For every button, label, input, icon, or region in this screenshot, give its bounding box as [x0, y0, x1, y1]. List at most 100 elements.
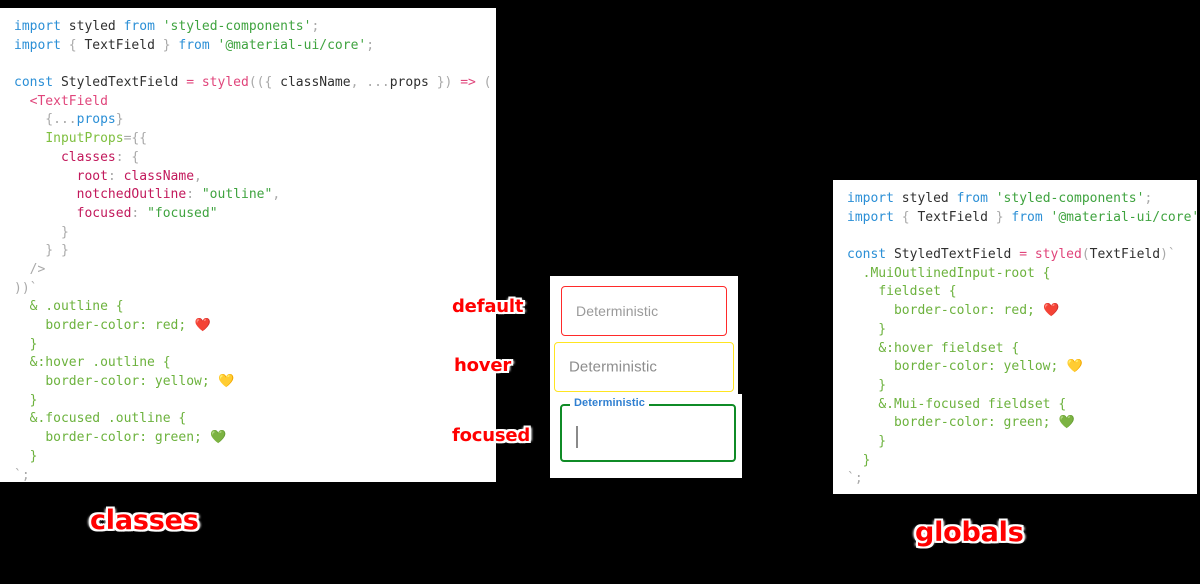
- textfield-focused[interactable]: [560, 404, 736, 462]
- code-token: [894, 191, 902, 206]
- code-token: [14, 374, 45, 389]
- code-token: } }: [14, 243, 69, 259]
- code-line: .MuiOutlinedInput-root {: [847, 265, 1197, 284]
- code-token: &:hover .outline {: [29, 355, 171, 371]
- code-token: fieldset {: [878, 284, 957, 300]
- code-token: from: [123, 19, 155, 34]
- code-line: {...props}: [14, 111, 496, 130]
- code-token: styled: [68, 19, 116, 34]
- code-token: [886, 247, 894, 262]
- code-token: ={{: [123, 131, 148, 147]
- code-line: & .outline {: [14, 298, 496, 317]
- textfield-default[interactable]: Deterministic: [561, 286, 727, 336]
- code-line: }: [847, 433, 1197, 452]
- code-token: :: [107, 168, 124, 184]
- code-line: import { TextField } from '@material-ui/…: [14, 37, 496, 56]
- textfield-hover-value: Deterministic: [569, 358, 657, 376]
- code-line: ))`: [14, 280, 496, 299]
- code-token: }): [428, 75, 461, 91]
- code-line: border-color: yellow; 💛: [14, 373, 496, 392]
- code-token: (: [475, 75, 492, 91]
- code-token: focused: [76, 205, 132, 221]
- code-line: [847, 227, 1197, 246]
- code-token: "outline": [201, 187, 273, 203]
- code-line: border-color: yellow; 💛: [847, 358, 1197, 377]
- code-token: &:hover fieldset {: [878, 340, 1020, 356]
- code-line: const StyledTextField = styled(TextField…: [847, 246, 1197, 265]
- textfield-focused-legend: Deterministic: [570, 397, 649, 409]
- caption-globals: globals: [915, 517, 1024, 548]
- code-token: [14, 169, 77, 184]
- code-token: ;: [1144, 191, 1153, 206]
- code-token: [194, 75, 202, 90]
- code-token: [14, 355, 30, 370]
- code-token: [61, 19, 69, 34]
- code-token: border-color: green;: [893, 415, 1051, 431]
- code-token: [14, 318, 45, 333]
- code-token: [847, 397, 878, 412]
- code-token: classes: [60, 149, 116, 165]
- caption-classes: classes: [90, 505, 199, 536]
- code-token: & .outline {: [29, 299, 124, 315]
- code-token: InputProps: [45, 131, 124, 147]
- code-token: [14, 187, 77, 202]
- code-line: &.Mui-focused fieldset {: [847, 396, 1197, 415]
- code-token: ...: [53, 112, 77, 128]
- code-token: <TextField: [29, 93, 108, 109]
- code-line: `;: [14, 467, 496, 483]
- code-token: [847, 415, 894, 430]
- code-token: [53, 75, 61, 90]
- code-token: [14, 299, 30, 314]
- code-token: .MuiOutlinedInput-root {: [862, 265, 1051, 281]
- code-token: ))`: [14, 280, 38, 296]
- code-line: border-color: green; 💚: [14, 429, 496, 448]
- code-token: [847, 359, 894, 374]
- code-token: border-color: green;: [45, 430, 202, 446]
- code-line: import styled from 'styled-components';: [14, 18, 496, 37]
- code-token: from: [1011, 209, 1043, 225]
- code-token: [14, 150, 61, 165]
- code-token: [14, 206, 77, 221]
- code-token: :: [131, 205, 148, 221]
- code-token: [14, 411, 30, 426]
- code-token: from: [956, 191, 988, 206]
- code-token: }: [115, 112, 124, 128]
- code-token: StyledTextField: [893, 247, 1012, 263]
- code-token: ...: [366, 75, 390, 91]
- code-token: 💚: [201, 430, 227, 446]
- code-token: [14, 94, 30, 109]
- code-line: const StyledTextField = styled(({ classN…: [14, 74, 496, 93]
- code-line: border-color: green; 💚: [847, 414, 1197, 433]
- code-token: '@material-ui/core': [217, 37, 367, 53]
- code-panel-globals: import styled from 'styled-components';i…: [833, 180, 1197, 494]
- preview-panel-default-hover: Deterministic Deterministic: [550, 276, 738, 394]
- code-line: border-color: red; ❤️: [847, 302, 1197, 321]
- code-token: 'styled-components': [162, 19, 312, 34]
- code-token: '@material-ui/core': [1050, 209, 1197, 225]
- code-token: [847, 341, 878, 356]
- code-token: =: [1019, 247, 1028, 263]
- textfield-default-value: Deterministic: [576, 303, 659, 319]
- code-line: }: [14, 392, 496, 411]
- code-token: }: [154, 37, 179, 53]
- code-line: }: [847, 321, 1197, 340]
- code-token: }: [847, 377, 887, 393]
- code-token: `;: [847, 471, 863, 487]
- code-line: InputProps={{: [14, 130, 496, 149]
- code-token: : {: [115, 149, 140, 165]
- code-token: border-color: red;: [45, 318, 187, 333]
- code-token: TextField: [84, 37, 155, 53]
- code-line: root: className,: [14, 168, 496, 187]
- code-token: styled: [1034, 247, 1082, 263]
- textfield-hover[interactable]: Deterministic: [554, 342, 734, 392]
- code-line: focused: "focused": [14, 205, 496, 224]
- code-token: import: [14, 37, 61, 53]
- code-token: }: [987, 209, 1012, 225]
- code-token: `;: [14, 467, 30, 483]
- text-caret: [576, 426, 578, 448]
- code-token: 'styled-components': [995, 191, 1145, 206]
- code-token: const: [847, 247, 887, 263]
- code-token: }: [14, 336, 38, 352]
- code-token: [949, 191, 957, 206]
- code-line: />: [14, 261, 496, 280]
